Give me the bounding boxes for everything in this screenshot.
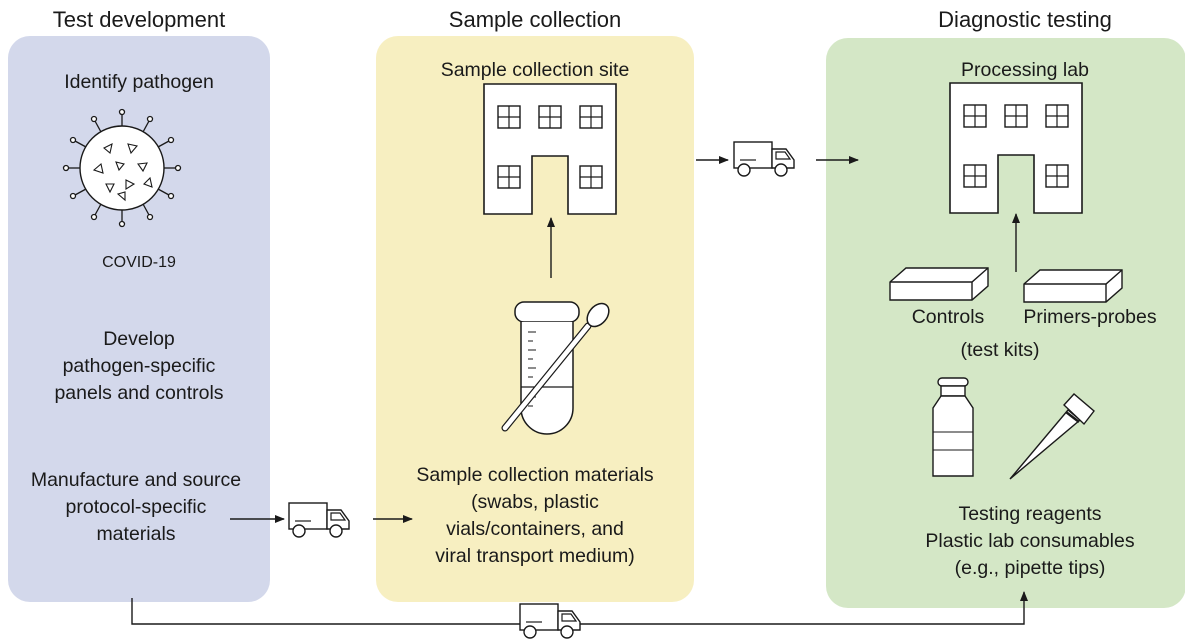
primers-probes-box-icon <box>1023 269 1123 303</box>
develop-line-2: pathogen-specific <box>62 355 216 377</box>
controls-box-icon <box>889 267 989 301</box>
processing-lab-label: Processing lab <box>961 59 1089 81</box>
covid-label: COVID-19 <box>102 254 176 271</box>
materials-line-1: Sample collection materials <box>416 464 654 486</box>
reagents-line-3: (e.g., pipette tips) <box>954 557 1106 579</box>
materials-line-3: vials/containers, and <box>446 518 624 540</box>
test-development-header: Test development <box>52 7 226 32</box>
test-tube-icon <box>514 301 580 435</box>
truck-icon <box>519 603 581 639</box>
develop-line-1: Develop <box>103 328 175 350</box>
reagents-line-1: Testing reagents <box>958 503 1102 525</box>
sample-collection-header: Sample collection <box>448 7 622 32</box>
collection-site-label: Sample collection site <box>440 59 630 81</box>
bottle-icon <box>932 377 974 477</box>
manufacture-line-1: Manufacture and source <box>30 469 242 491</box>
diagnostic-testing-header: Diagnostic testing <box>938 7 1112 32</box>
materials-line-2: (swabs, plastic <box>471 491 599 513</box>
materials-line-4: viral transport medium) <box>435 545 635 567</box>
pipette-tip-icon <box>1009 393 1095 480</box>
virus-icon <box>62 108 182 228</box>
truck-icon <box>288 502 350 538</box>
manufacture-line-3: materials <box>96 523 176 545</box>
identify-pathogen-label: Identify pathogen <box>64 71 214 93</box>
test-kits-label: (test kits) <box>960 339 1040 361</box>
processing-lab-building-icon <box>950 83 1082 213</box>
truck-icon <box>733 141 795 177</box>
develop-line-3: panels and controls <box>54 382 224 404</box>
manufacture-line-2: protocol-specific <box>65 496 207 518</box>
swab-icon <box>501 302 610 432</box>
collection-site-building-icon <box>484 84 616 214</box>
controls-label: Controls <box>911 306 985 328</box>
primers-probes-label: Primers-probes <box>1023 306 1157 328</box>
reagents-line-2: Plastic lab consumables <box>925 530 1135 552</box>
